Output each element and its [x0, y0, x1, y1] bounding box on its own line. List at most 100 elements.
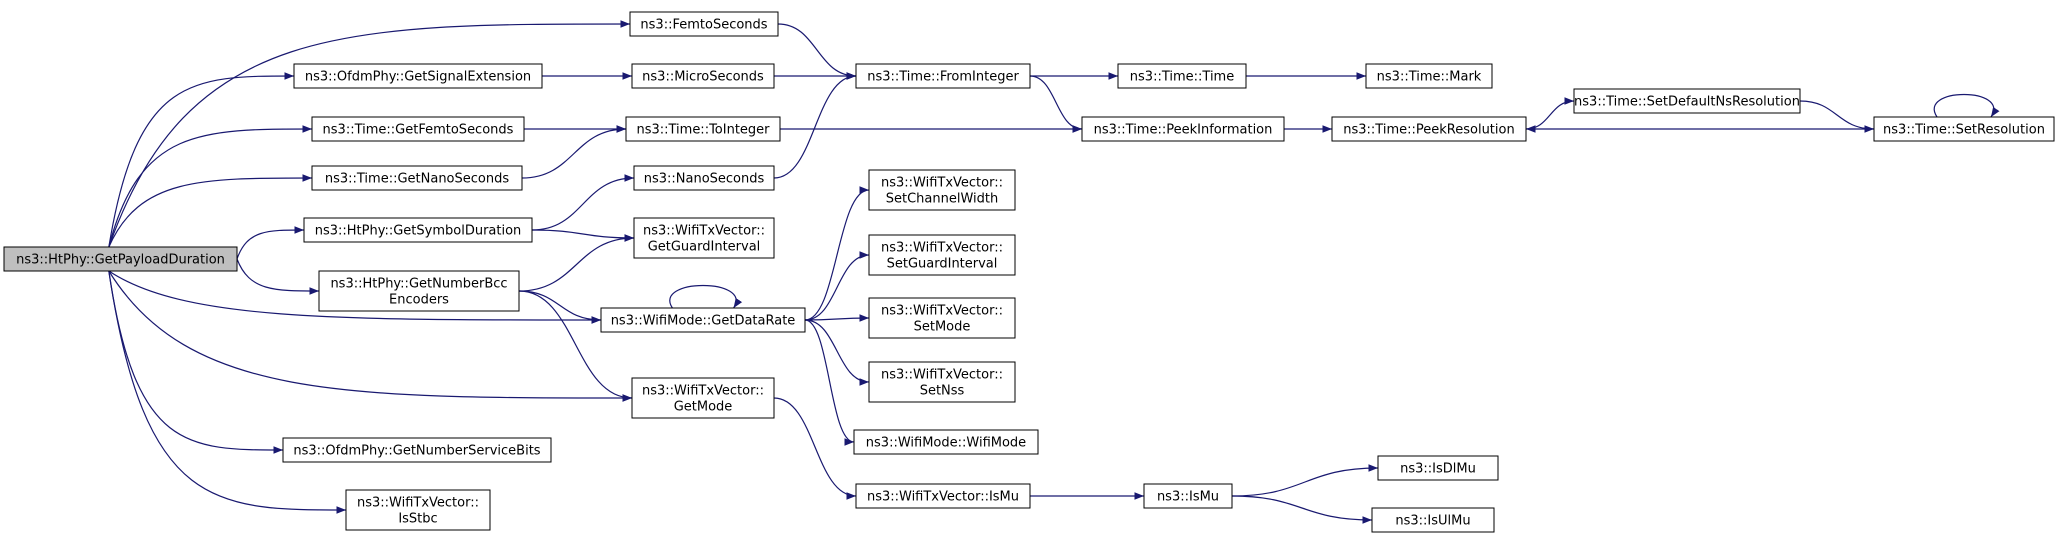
- node-root[interactable]: ns3::HtPhy::GetPayloadDuration: [3, 246, 238, 272]
- edge-setres-to-setres: [1933, 94, 2000, 118]
- node-label: ns3::WifiTxVector::: [642, 384, 764, 399]
- node-box: [311, 165, 523, 191]
- node-label: ns3::Time::GetFemtoSeconds: [323, 123, 514, 138]
- node-label: ns3::IsUlMu: [1395, 514, 1470, 529]
- node-datarate[interactable]: ns3::WifiMode::GetDataRate: [600, 307, 806, 333]
- edge-datarate-to-datarate: [669, 284, 743, 309]
- node-setgi[interactable]: ns3::WifiTxVector::SetGuardInterval: [868, 234, 1016, 276]
- edge-nano-to-frominteger: [773, 72, 857, 179]
- node-peekres[interactable]: ns3::Time::PeekResolution: [1331, 116, 1527, 142]
- node-mark[interactable]: ns3::Time::Mark: [1365, 63, 1493, 89]
- node-setnss[interactable]: ns3::WifiTxVector::SetNss: [868, 361, 1016, 403]
- node-label: ns3::WifiTxVector::: [881, 176, 1003, 191]
- node-box: [1117, 63, 1247, 89]
- node-isulmu[interactable]: ns3::IsUlMu: [1371, 507, 1495, 533]
- node-box: [868, 361, 1016, 403]
- node-label: Encoders: [389, 293, 449, 308]
- node-box: [311, 116, 525, 142]
- node-tointeger[interactable]: ns3::Time::ToInteger: [625, 116, 781, 142]
- node-box: [345, 489, 491, 531]
- edge-peekres-to-setdefault: [1525, 97, 1575, 130]
- node-label: ns3::Time::Time: [1130, 70, 1234, 85]
- node-box: [855, 483, 1031, 509]
- node-label: GetMode: [674, 400, 733, 415]
- edge-setdefault-to-setres: [1799, 100, 1875, 133]
- node-nano[interactable]: ns3::NanoSeconds: [633, 165, 775, 191]
- edge-bcc-to-guard: [518, 234, 635, 292]
- node-box: [1081, 116, 1285, 142]
- node-label: ns3::WifiMode::WifiMode: [866, 436, 1026, 451]
- node-label: ns3::HtPhy::GetSymbolDuration: [315, 224, 522, 239]
- node-label: ns3::WifiTxVector::: [881, 304, 1003, 319]
- node-label: SetMode: [914, 320, 971, 335]
- node-label: ns3::IsDlMu: [1400, 462, 1476, 477]
- node-label: ns3::Time::GetNanoSeconds: [325, 172, 510, 187]
- node-label: IsStbc: [398, 512, 437, 527]
- edge-getnano-to-tointeger: [521, 125, 627, 179]
- node-label: ns3::Time::PeekInformation: [1094, 123, 1273, 138]
- node-label: ns3::Time::SetDefaultNsResolution: [1574, 95, 1800, 110]
- node-box: [868, 169, 1016, 211]
- node-box: [282, 437, 552, 463]
- edge-frominteger-to-peekinfo: [1029, 75, 1083, 133]
- node-wifimode[interactable]: ns3::WifiMode::WifiMode: [853, 429, 1039, 455]
- node-label: ns3::HtPhy::GetPayloadDuration: [16, 253, 225, 268]
- edge-datarate-to-setgi: [804, 251, 870, 321]
- node-setchw[interactable]: ns3::WifiTxVector::SetChannelWidth: [868, 169, 1016, 211]
- node-box: [1143, 483, 1233, 509]
- edge-root-to-symdur: [236, 226, 305, 260]
- node-label: SetChannelWidth: [886, 192, 999, 207]
- node-box: [631, 377, 775, 419]
- edge-root-to-femto: [108, 20, 631, 248]
- node-setdefault[interactable]: ns3::Time::SetDefaultNsResolution: [1573, 88, 1801, 114]
- edge-bcc-to-getmode: [518, 290, 633, 402]
- node-setres[interactable]: ns3::Time::SetResolution: [1873, 116, 2055, 142]
- edge-root-to-datarate: [108, 270, 602, 324]
- node-ismu_vec[interactable]: ns3::WifiTxVector::IsMu: [855, 483, 1031, 509]
- edge-datarate-to-setnss: [804, 319, 870, 386]
- node-box: [868, 234, 1016, 276]
- node-isdlmu[interactable]: ns3::IsDlMu: [1377, 455, 1499, 481]
- node-ismu[interactable]: ns3::IsMu: [1143, 483, 1233, 509]
- node-label: ns3::WifiTxVector::IsMu: [867, 490, 1019, 505]
- node-frominteger[interactable]: ns3::Time::FromInteger: [855, 63, 1031, 89]
- edge-datarate-to-setmode: [804, 314, 870, 322]
- node-box: [633, 217, 775, 259]
- node-box: [1573, 88, 1801, 114]
- node-label: SetGuardInterval: [887, 257, 998, 272]
- node-setmode[interactable]: ns3::WifiTxVector::SetMode: [868, 297, 1016, 339]
- edge-ismu-to-isdlmu: [1231, 464, 1379, 497]
- node-symdur[interactable]: ns3::HtPhy::GetSymbolDuration: [303, 217, 533, 243]
- node-getnano[interactable]: ns3::Time::GetNanoSeconds: [311, 165, 523, 191]
- node-label: ns3::HtPhy::GetNumberBcc: [330, 277, 507, 292]
- node-label: ns3::IsMu: [1157, 490, 1219, 505]
- node-box: [855, 63, 1031, 89]
- node-box: [625, 116, 781, 142]
- node-box: [1365, 63, 1493, 89]
- node-label: ns3::Time::SetResolution: [1883, 123, 2045, 138]
- edge-getmode-to-ismu_vec: [773, 397, 857, 500]
- node-label: ns3::OfdmPhy::GetNumberServiceBits: [293, 444, 540, 459]
- edge-datarate-to-wifimode: [804, 319, 855, 446]
- node-box: [1371, 507, 1495, 533]
- node-peekinfo[interactable]: ns3::Time::PeekInformation: [1081, 116, 1285, 142]
- node-micro[interactable]: ns3::MicroSeconds: [631, 63, 775, 89]
- node-label: ns3::Time::Mark: [1377, 70, 1482, 85]
- edge-symdur-to-nano: [531, 174, 635, 231]
- node-box: [1873, 116, 2055, 142]
- node-label: ns3::NanoSeconds: [644, 172, 765, 187]
- node-servicebits[interactable]: ns3::OfdmPhy::GetNumberServiceBits: [282, 437, 552, 463]
- node-guard[interactable]: ns3::WifiTxVector::GetGuardInterval: [633, 217, 775, 259]
- node-femto[interactable]: ns3::FemtoSeconds: [629, 11, 779, 37]
- node-getfemto[interactable]: ns3::Time::GetFemtoSeconds: [311, 116, 525, 142]
- edge-root-to-isstbc: [108, 270, 347, 514]
- edge-symdur-to-guard: [531, 229, 635, 242]
- node-label: ns3::FemtoSeconds: [640, 18, 767, 33]
- node-isstbc[interactable]: ns3::WifiTxVector::IsStbc: [345, 489, 491, 531]
- node-getmode[interactable]: ns3::WifiTxVector::GetMode: [631, 377, 775, 419]
- node-timetime[interactable]: ns3::Time::Time: [1117, 63, 1247, 89]
- node-sigext[interactable]: ns3::OfdmPhy::GetSignalExtension: [293, 63, 543, 89]
- edges-layer: [108, 20, 2000, 524]
- node-box: [853, 429, 1039, 455]
